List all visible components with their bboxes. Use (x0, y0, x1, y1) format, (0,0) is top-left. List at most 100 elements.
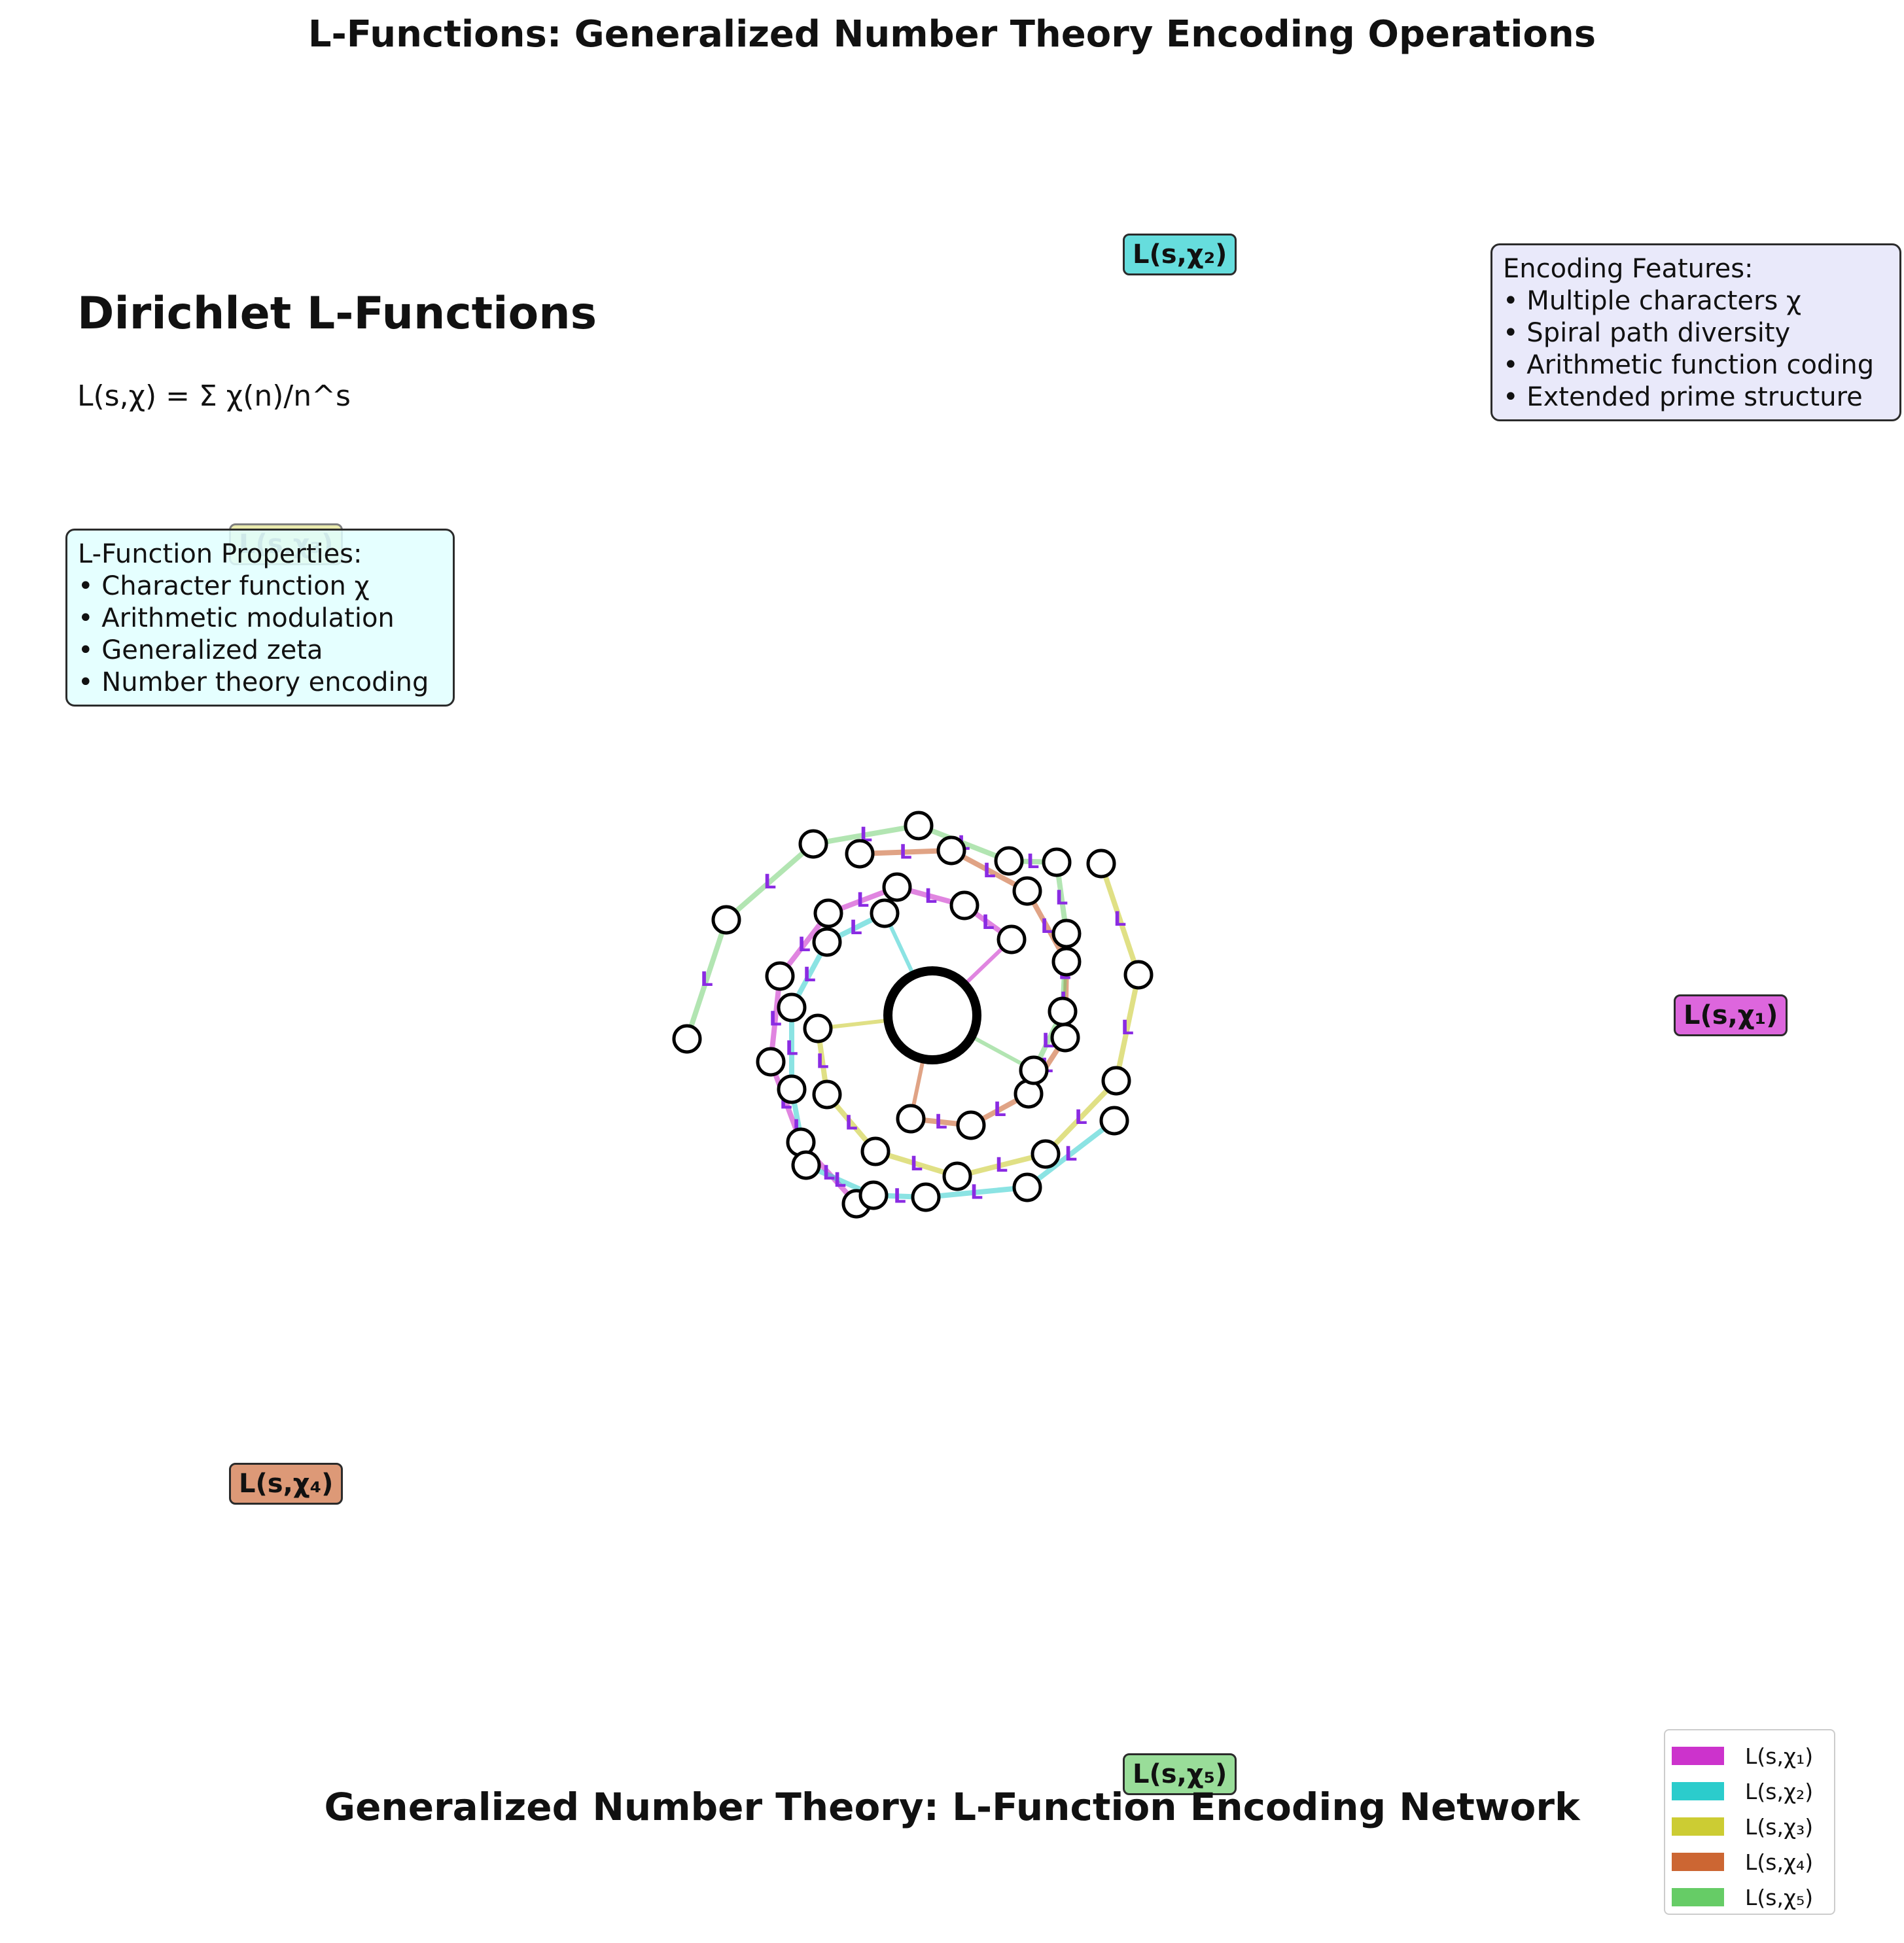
edge-label: L (834, 1169, 846, 1192)
legend-swatch (1672, 1817, 1724, 1836)
legend-label: L(s,χ₁) (1745, 1743, 1814, 1769)
spiral-edge (684, 917, 729, 1042)
legend-label: L(s,χ₃) (1745, 1813, 1814, 1840)
edge-label: L (925, 885, 937, 908)
edge-label: L (845, 1112, 857, 1135)
spiral-node (949, 890, 979, 920)
nodes-group (672, 811, 1154, 1219)
central-hub-node (883, 966, 981, 1064)
series-label-chi4: L(s,χ₄) (229, 1463, 344, 1505)
edge-label: L (995, 1154, 1008, 1177)
legend-entry: L(s,χ₅) (1672, 1880, 1827, 1915)
spiral-node (994, 846, 1024, 876)
spiral-node (1051, 919, 1082, 949)
spiral-node (812, 927, 842, 957)
spiral-node (765, 961, 795, 991)
series-label-chi1: L(s,χ₁) (1674, 994, 1788, 1036)
edge-label: L (934, 1111, 947, 1134)
legend: L(s,χ₁) L(s,χ₂) L(s,χ₃) L(s,χ₄) L(s,χ₅) (1664, 1729, 1835, 1915)
spiral-edge (1043, 1078, 1119, 1157)
spiral-node (1048, 996, 1078, 1026)
legend-label: L(s,χ₄) (1745, 1849, 1814, 1875)
legend-swatch (1672, 1782, 1724, 1800)
spiral-node (798, 829, 828, 859)
spiral-node (803, 1013, 833, 1043)
spiral-node (756, 1047, 786, 1077)
spiral-node (942, 1161, 972, 1191)
edge-label: L (803, 964, 815, 987)
properties-item: • Character function χ (78, 571, 370, 601)
edge-label: L (1055, 887, 1068, 910)
spiral-node (791, 1150, 821, 1180)
main-title: L-Functions: Generalized Number Theory E… (308, 13, 1596, 56)
edge-label: L (893, 1185, 906, 1208)
spiral-node (1086, 849, 1116, 879)
properties-item: • Generalized zeta (78, 635, 323, 665)
features-item: • Extended prime structure (1503, 382, 1863, 412)
spiral-node (911, 1182, 941, 1212)
features-item: • Arithmetic function coding (1503, 350, 1875, 380)
legend-label: L(s,χ₅) (1745, 1884, 1814, 1910)
legend-entry: L(s,χ₂) (1672, 1774, 1827, 1809)
spiral-node (956, 1110, 986, 1140)
spiral-node (1099, 1106, 1129, 1136)
encoding-features-box: Encoding Features: • Multiple characters… (1490, 243, 1901, 421)
dirichlet-heading: Dirichlet L-Functions (77, 288, 597, 340)
spiral-node (1012, 876, 1042, 906)
edge-label: L (983, 860, 995, 883)
spiral-edge (1099, 861, 1141, 977)
spiral-node (882, 872, 912, 902)
spiral-node (1019, 1055, 1049, 1085)
spiral-node (1051, 947, 1082, 977)
edge-label: L (910, 1153, 923, 1176)
edge-label: L (849, 917, 862, 939)
legend-entry: L(s,χ₁) (1672, 1738, 1827, 1774)
edge-label: L (1074, 1106, 1087, 1129)
l-function-formula: L(s,χ) = Σ χ(n)/n^s (77, 379, 351, 413)
spiral-node (672, 1024, 702, 1054)
spiral-node (1101, 1066, 1131, 1096)
spiral-edge (724, 841, 816, 922)
edge-label: L (993, 1098, 1006, 1121)
legend-swatch (1672, 1747, 1724, 1765)
spiral-edge (857, 848, 954, 856)
edge-label: L (1040, 915, 1053, 938)
l-function-properties-box: L-Function Properties: • Character funct… (65, 529, 455, 707)
spiral-node (812, 1079, 842, 1110)
spiral-node (860, 1136, 890, 1166)
spiral-edge (955, 1151, 1048, 1179)
edge-label: L (1027, 850, 1039, 873)
spiral-node (1014, 1079, 1044, 1109)
spiral-node (1031, 1139, 1061, 1169)
edge-label: L (856, 889, 869, 912)
properties-item: • Arithmetic modulation (78, 603, 395, 633)
spiral-node (711, 905, 741, 935)
spiral-node (777, 1074, 807, 1104)
spiral-node (845, 839, 875, 869)
legend-label: L(s,χ₂) (1745, 1778, 1814, 1804)
spiral-node (936, 835, 966, 866)
edge-label: L (816, 1051, 828, 1074)
edge-label: L (798, 934, 810, 956)
spiral-node (870, 898, 900, 928)
features-item: • Spiral path diversity (1503, 318, 1791, 348)
features-item: • Multiple characters χ (1503, 286, 1802, 316)
edge-label: L (1114, 908, 1126, 931)
spiral-node (1050, 1023, 1080, 1053)
edge-label: L (970, 1182, 983, 1204)
spiral-edge (1114, 972, 1141, 1083)
spiral-node (996, 924, 1027, 954)
spiral-edge (1025, 1118, 1117, 1190)
edge-label: L (1121, 1017, 1133, 1040)
legend-entry: L(s,χ₃) (1672, 1809, 1827, 1844)
spiral-node (777, 992, 807, 1023)
spiral-edge (811, 823, 921, 847)
spiral-node (1042, 847, 1072, 877)
features-title: Encoding Features: (1503, 254, 1754, 284)
bottom-title: Generalized Number Theory: L-Function En… (324, 1785, 1580, 1829)
spiral-node (813, 898, 843, 928)
edge-label: L (1065, 1143, 1077, 1166)
series-label-chi5: L(s,χ₅) (1123, 1753, 1237, 1795)
legend-entry: L(s,χ₄) (1672, 1844, 1827, 1880)
